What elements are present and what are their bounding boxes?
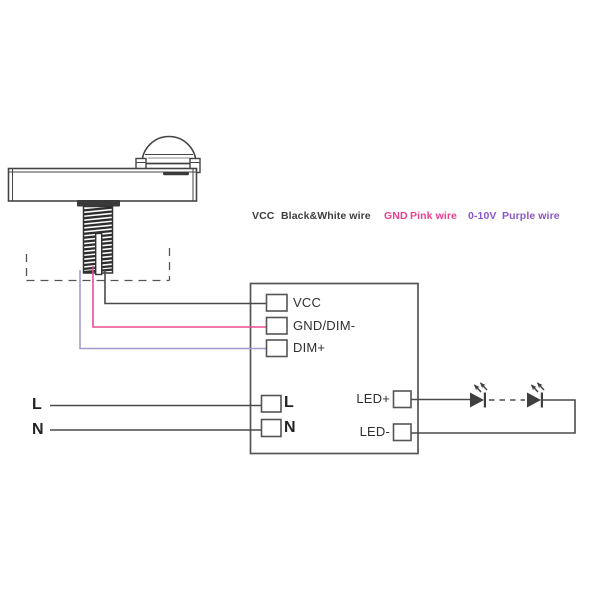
label-terminal-live: L [284,394,294,411]
mounting-cutout-dashed [25,248,171,282]
pir-sensor-icon [7,135,201,282]
sensor-wires [79,266,267,350]
led-symbol-2 [527,383,544,408]
led-circuit [411,383,576,434]
stem-slot [94,232,103,276]
legend-vcc-desc: Black&White wire [281,210,371,222]
wire-led-minus [411,399,576,434]
label-terminal-dim-plus: DIM+ [293,340,326,355]
legend-dim-desc: Purple wire [502,210,560,222]
label-terminal-led-minus: LED- [359,424,390,439]
label-mains-live: L [32,396,42,413]
label-terminal-gnd-dim: GND/DIM- [293,318,356,333]
mains-lines [50,404,262,431]
stem-flange [77,200,120,207]
dome-shadow [163,172,189,176]
wire-black-vcc [104,270,267,305]
terminal-neutral [260,418,282,438]
led-symbol-1 [470,383,487,408]
terminal-vcc [265,293,288,312]
terminal-dim-plus [265,339,288,358]
terminal-gnd-dim [265,316,288,335]
label-terminal-vcc: VCC [293,295,322,310]
terminal-led-minus [392,423,412,442]
terminal-squares [260,293,412,442]
label-mains-neutral: N [32,421,44,438]
legend-vcc-term: VCC [252,210,275,222]
legend-dim-term: 0-10V [468,210,497,222]
legend-gnd-desc: Pink wire [410,210,458,222]
wire-pink-gnd [92,266,267,328]
terminal-led-plus [392,390,412,409]
sensor-dome [141,135,197,165]
threaded-stem [82,205,114,276]
label-terminal-led-plus: LED+ [356,391,390,406]
label-terminal-neutral: N [284,419,296,436]
wire-purple-dim [79,270,267,350]
legend-gnd-term: GND [384,210,408,222]
terminal-live [260,394,282,413]
